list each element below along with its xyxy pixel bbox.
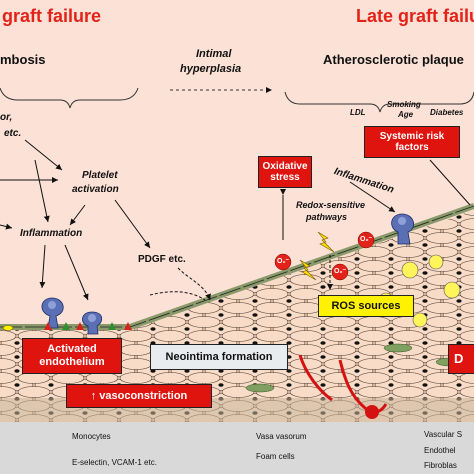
early-failure-title: graft failure (2, 6, 102, 26)
o2-label: O₂⁻ (277, 258, 290, 265)
legend-endothelial: Endothel (424, 446, 456, 455)
pdgf-label: PDGF etc. (138, 254, 186, 265)
activation-label: activation (72, 184, 119, 195)
age-label: Age (398, 110, 414, 119)
factor-label-1: or, (0, 112, 13, 123)
oxidative-line1: Oxidative (262, 160, 308, 172)
vasoconstriction-box: ↑ vasoconstriction (66, 384, 212, 408)
inflammation-left-label: Inflammation (20, 228, 83, 239)
o2-label: O₂⁻ (334, 268, 347, 275)
o2-label: O₂⁻ (360, 236, 373, 243)
legend-selectin: E-selectin, VCAM-1 etc. (72, 458, 157, 467)
redox-label: Redox-sensitive (296, 200, 366, 210)
oxidative-line2: stress (270, 172, 300, 183)
partial-red-box: D (448, 344, 474, 374)
lightning-bolt (299, 259, 317, 281)
late-failure-title: Late graft failu (356, 6, 474, 26)
neointima-formation-box: Neointima formation (150, 344, 288, 370)
pathways-label: pathways (306, 212, 348, 222)
systemic-risk-line2: factors (395, 142, 429, 153)
legend-vasa-vasorum: Vasa vasorum (256, 432, 307, 441)
lightning-bolt (317, 231, 335, 253)
intimal-heading: Intimal (196, 48, 232, 60)
hyperplasia-heading: hyperplasia (180, 63, 242, 75)
smoking-label: Smoking (387, 100, 421, 109)
oxidative-stress-box: Oxidative stress (258, 156, 312, 188)
factor-label-2: etc. (4, 128, 22, 139)
systemic-risk-line1: Systemic risk (379, 130, 445, 142)
activated-endothelium-box: Activated endothelium (22, 338, 122, 374)
monocyte-cells (41, 213, 415, 335)
superoxide-radicals (274, 231, 375, 281)
legend-vascular: Vascular S (424, 430, 463, 439)
legend-monocytes: Monocytes (72, 432, 111, 441)
ros-sources-box: ROS sources (318, 295, 414, 317)
ldl-label: LDL (350, 108, 366, 117)
legend-fibroblast: Fibroblas (424, 461, 457, 470)
adhesion-molecules (44, 322, 132, 330)
legend: Monocytes E-selectin, VCAM-1 etc. Vasa v… (0, 422, 474, 474)
diabetes-label: Diabetes (430, 108, 464, 117)
activated-line2: endothelium (39, 356, 105, 368)
legend-foam-cells: Foam cells (256, 452, 295, 461)
athero-heading: Atherosclerotic plaque (323, 52, 464, 67)
platelets (2, 325, 14, 331)
thrombosis-heading: mbosis (0, 52, 46, 67)
systemic-risk-box: Systemic risk factors (364, 126, 460, 158)
activated-line1: Activated (47, 343, 97, 356)
platelet-label: Platelet (82, 170, 118, 181)
